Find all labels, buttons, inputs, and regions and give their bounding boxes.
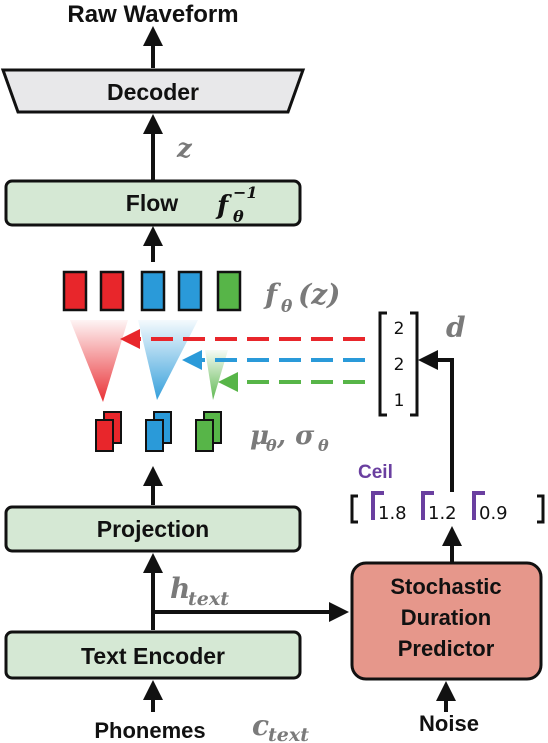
mu-sub: θ (266, 436, 277, 455)
c-text-math: c text (252, 709, 309, 743)
sdp-label-line2: Duration (401, 605, 491, 630)
duration-vector: 2 2 1 (378, 311, 419, 417)
duration-right-bracket (410, 311, 419, 417)
duration-value-3: 1 (394, 391, 405, 411)
phonemes-label: Phonemes (94, 718, 205, 743)
red-distribution-cone (70, 320, 128, 402)
ceil-bracket-1 (371, 491, 384, 520)
text-encoder-block (4, 630, 302, 680)
prior-red-front (95, 419, 114, 452)
ceil-value-1: 1.8 (378, 503, 407, 524)
ceil-right-bracket (537, 494, 545, 524)
latent-vectors (62, 270, 242, 312)
ceil-bracket-2 (421, 491, 434, 520)
raw-waveform-label: Raw Waveform (67, 1, 238, 28)
h-text-math: h text (170, 572, 229, 610)
f-theta-z-math: f θ (z) (263, 278, 340, 317)
decoder-block (0, 68, 306, 114)
z-label: z (176, 134, 193, 164)
arrow-ceil-to-durations (418, 350, 454, 492)
duration-value-1: 2 (394, 319, 405, 339)
flow-inverse-math: f θ −1 (215, 183, 258, 226)
ceil-vector: 1.8 1.2 0.9 (350, 491, 545, 524)
flow-inverse-sub: θ (233, 207, 244, 226)
ceil-label: Ceil (358, 462, 393, 483)
ceil-left-bracket (350, 494, 358, 524)
latent-vector-green (216, 270, 242, 312)
stochastic-duration-predictor-block (350, 561, 543, 681)
flow-label: Flow (126, 190, 178, 216)
prior-blue-front (145, 419, 164, 452)
flow-inverse-f: f (215, 191, 232, 221)
prior-statistics (95, 411, 222, 452)
sdp-label-line1: Stochastic (390, 574, 501, 599)
latent-vector-red-1 (62, 270, 88, 312)
duration-value-2: 2 (394, 355, 405, 375)
mu-symbol: μ (250, 421, 269, 451)
flow-block (4, 179, 302, 227)
c-symbol: c (252, 709, 269, 742)
f-theta-f: f (263, 278, 282, 311)
duration-left-bracket (378, 311, 387, 417)
flow-inverse-sup: −1 (233, 183, 258, 202)
latent-vector-blue-1 (140, 270, 166, 312)
mu-sigma-math: μ θ , σ θ (250, 421, 329, 455)
ceil-bracket-3 (472, 491, 485, 520)
h-symbol: h (170, 572, 190, 605)
f-theta-sub: θ (281, 297, 293, 317)
prior-green-front (195, 419, 214, 452)
f-theta-arg: (z) (298, 278, 340, 311)
ceil-value-2: 1.2 (428, 503, 457, 524)
projection-label: Projection (97, 516, 209, 542)
decoder-label: Decoder (107, 79, 199, 105)
latent-vector-red-2 (99, 270, 125, 312)
sdp-label-line3: Predictor (398, 636, 495, 661)
sigma-sub: θ (318, 436, 329, 455)
text-encoder-label: Text Encoder (81, 643, 225, 669)
c-sub: text (268, 724, 309, 743)
h-sub: text (188, 588, 229, 610)
latent-vector-blue-2 (177, 270, 203, 312)
sigma-symbol: , σ (276, 421, 315, 451)
projection-block (4, 505, 302, 553)
green-distribution-cone (205, 350, 228, 400)
noise-label: Noise (419, 711, 479, 736)
d-label: d (446, 311, 466, 344)
ceil-value-3: 0.9 (479, 503, 508, 524)
